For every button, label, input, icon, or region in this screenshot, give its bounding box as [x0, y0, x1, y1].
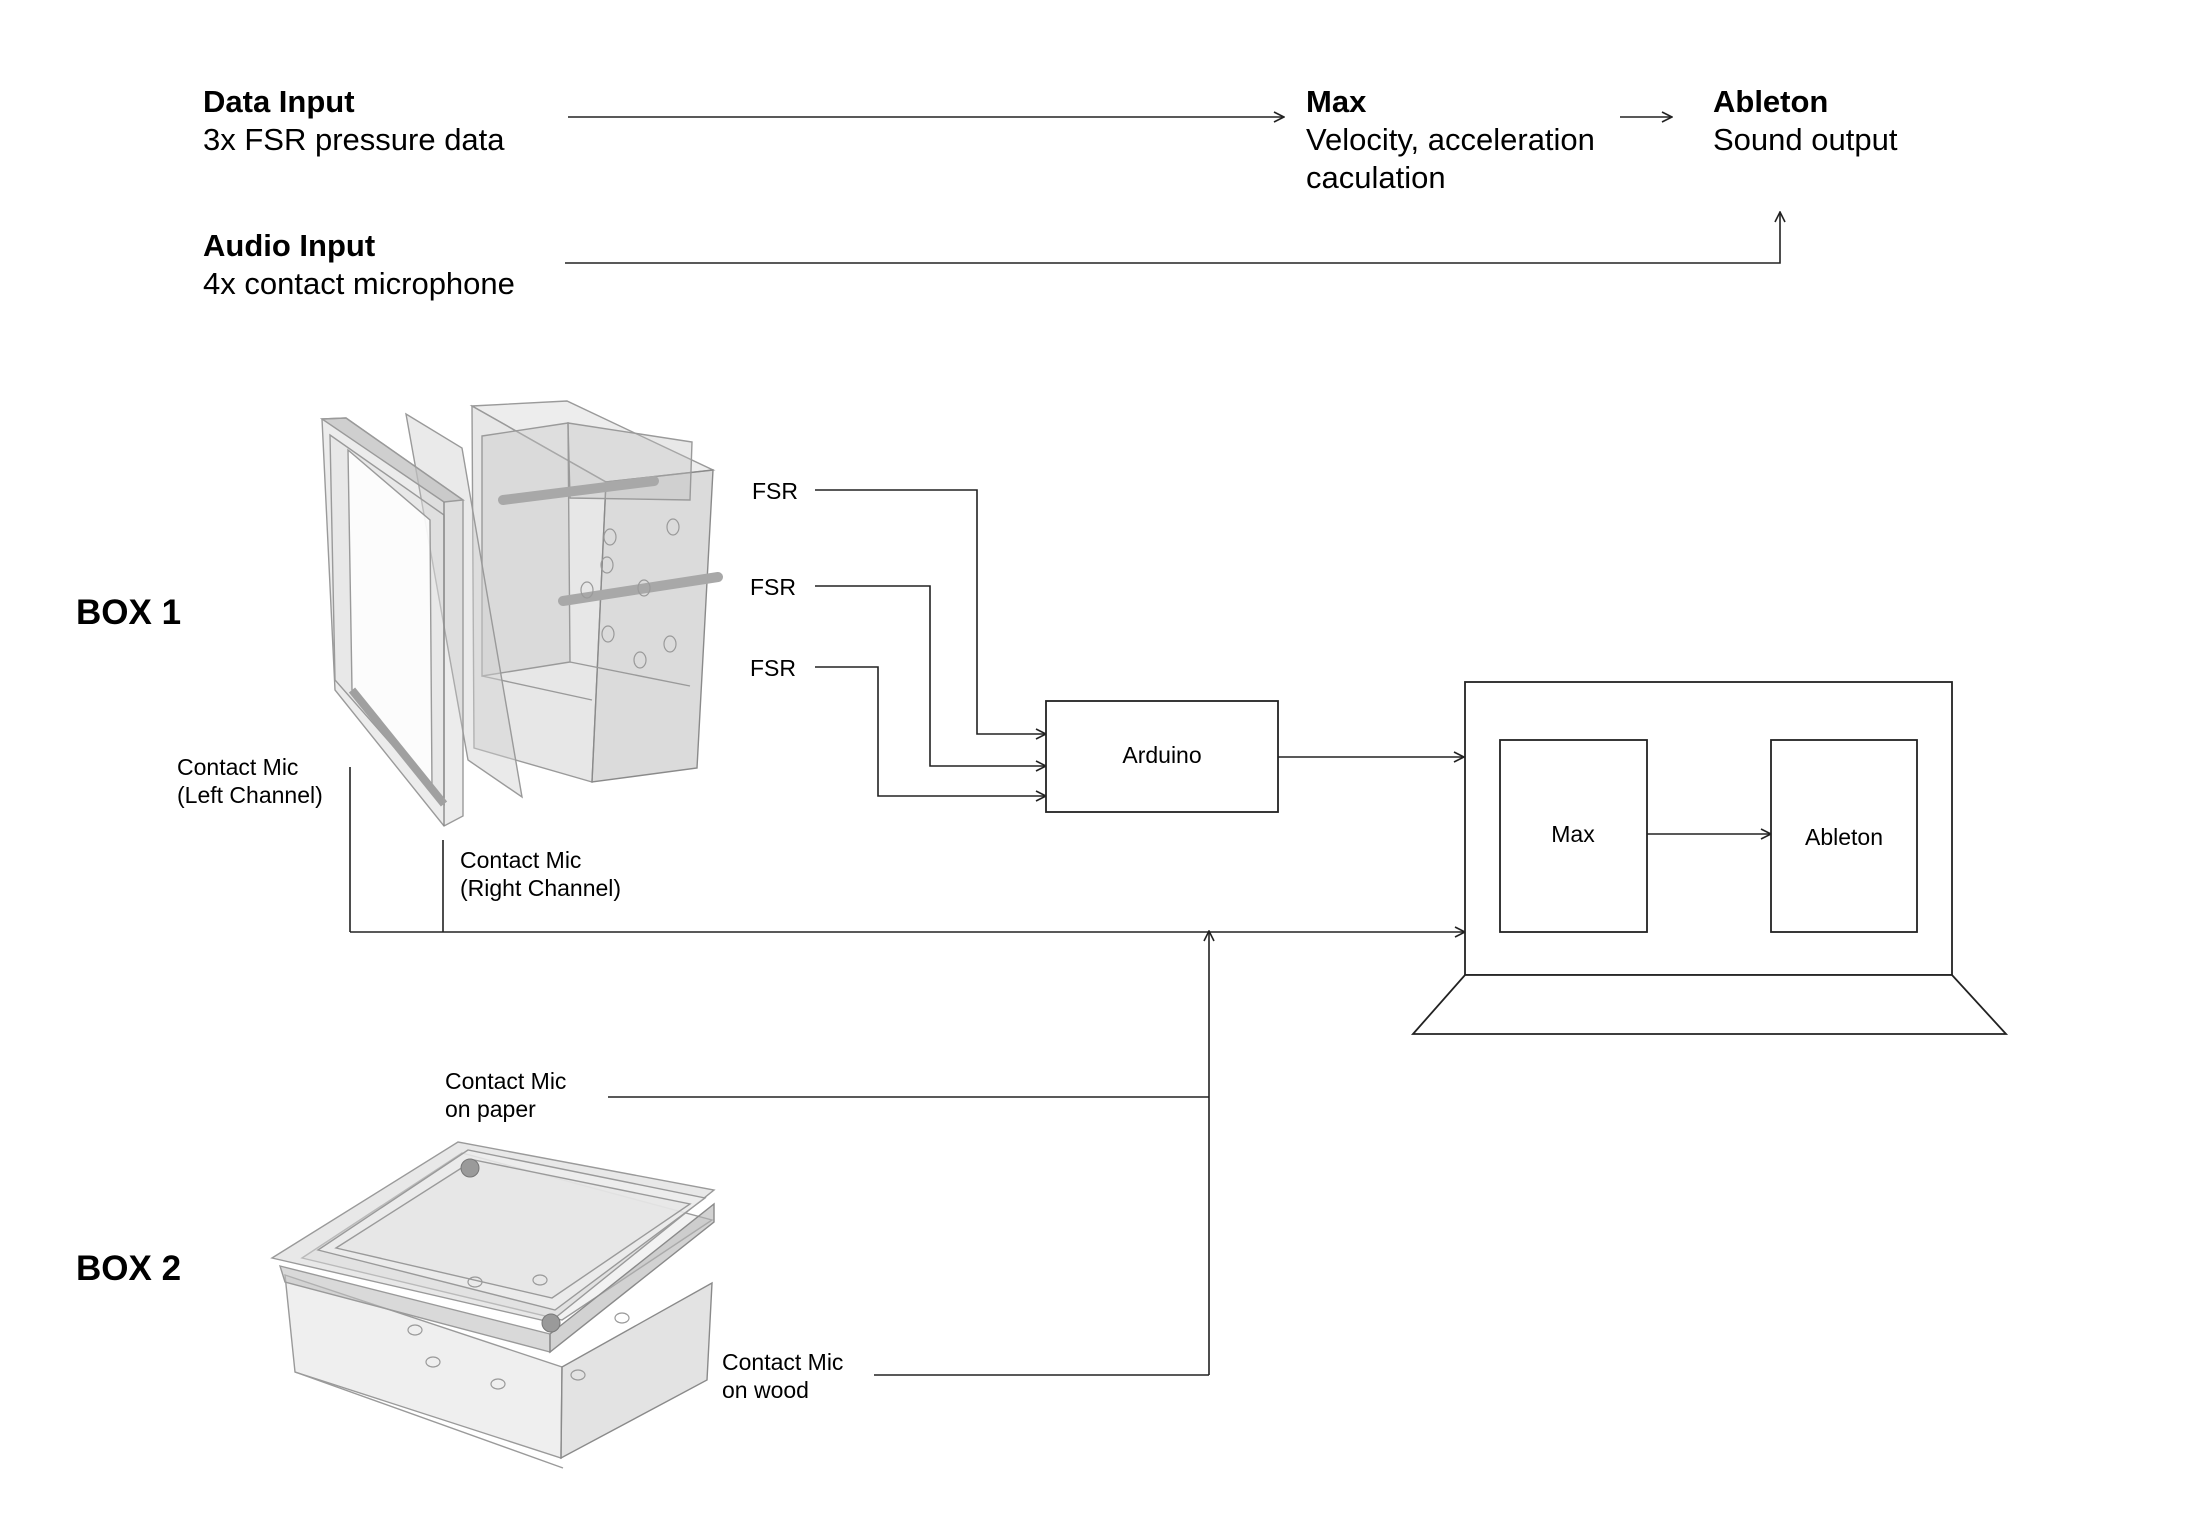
- ableton-desc: Sound output: [1713, 122, 1898, 157]
- mic-paper-line1: Contact Mic: [445, 1068, 566, 1094]
- fsr-label-2: FSR: [750, 574, 796, 600]
- fsr-label-1: FSR: [752, 478, 798, 504]
- fsr-wire-3: [815, 666, 1046, 796]
- fsr-wire-2: [815, 585, 1046, 766]
- mic-left-line2: (Left Channel): [177, 782, 323, 808]
- max-desc-line2: caculation: [1306, 160, 1446, 195]
- mic-wood-line1: Contact Mic: [722, 1349, 843, 1375]
- audio-input-title: Audio Input: [203, 228, 375, 263]
- flow-data-input: Data Input 3x FSR pressure data: [203, 84, 505, 157]
- flow-max: Max Velocity, acceleration caculation: [1306, 84, 1595, 195]
- ableton-title: Ableton: [1713, 84, 1828, 119]
- box2-illustration: [270, 1141, 716, 1469]
- mic-wood-line2: on wood: [722, 1377, 809, 1403]
- mic-right-line2: (Right Channel): [460, 875, 621, 901]
- box1-illustration: [319, 400, 723, 827]
- laptop-max-box: Max: [1499, 739, 1648, 933]
- fsr-wire-1: [815, 489, 1046, 734]
- laptop-ableton-box: Ableton: [1770, 739, 1918, 933]
- box2-label: BOX 2: [76, 1249, 181, 1288]
- laptop-ableton-label: Ableton: [1805, 824, 1883, 850]
- mic-paper-line2: on paper: [445, 1096, 536, 1122]
- mic-left-line1: Contact Mic: [177, 754, 298, 780]
- fsr-label-3: FSR: [750, 655, 796, 681]
- data-input-desc: 3x FSR pressure data: [203, 122, 505, 157]
- laptop: Max Ableton: [1411, 681, 2009, 1035]
- flow-ableton: Ableton Sound output: [1713, 84, 1898, 157]
- arduino-box: Arduino: [1045, 700, 1279, 813]
- flow-audio-input: Audio Input 4x contact microphone: [203, 228, 515, 301]
- audio-input-desc: 4x contact microphone: [203, 266, 515, 301]
- arduino-label: Arduino: [1122, 742, 1201, 768]
- laptop-max-label: Max: [1551, 821, 1595, 847]
- max-title: Max: [1306, 84, 1367, 119]
- data-input-title: Data Input: [203, 84, 355, 119]
- max-desc-line1: Velocity, acceleration: [1306, 122, 1595, 157]
- box1-label: BOX 1: [76, 593, 181, 632]
- arrow-audio-to-ableton: [565, 212, 1780, 264]
- mic-right-line1: Contact Mic: [460, 847, 581, 873]
